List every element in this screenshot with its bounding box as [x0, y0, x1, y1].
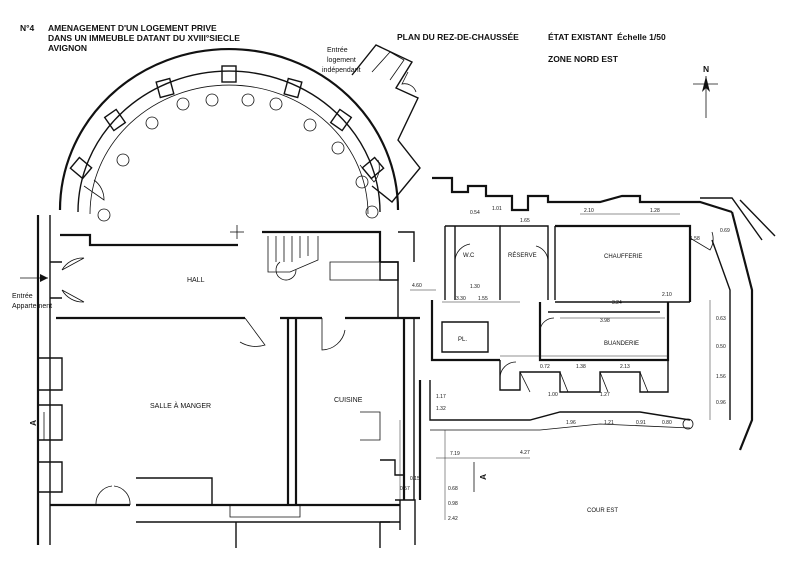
room-label-pl: PL. [458, 337, 467, 343]
svg-text:0.96: 0.96 [716, 400, 726, 406]
north-label: N [703, 64, 709, 74]
svg-text:0.68: 0.68 [448, 486, 458, 492]
svg-text:0.54: 0.54 [470, 210, 480, 216]
plan-scale: Échelle 1/50 [617, 32, 666, 42]
svg-text:0.80: 0.80 [662, 420, 672, 426]
svg-text:1.30: 1.30 [470, 284, 480, 290]
svg-text:1.21: 1.21 [604, 420, 614, 426]
svg-text:1.28: 1.28 [650, 208, 660, 214]
svg-text:1.00: 1.00 [548, 392, 558, 398]
independent-entry-label-1: Entrée [327, 47, 348, 54]
room-label-dining: SALLE À MANGER [150, 401, 211, 410]
svg-text:1.56: 1.56 [716, 374, 726, 380]
svg-text:1.96: 1.96 [566, 420, 576, 426]
apartment-entry-label-1: Entrée [12, 293, 33, 300]
svg-text:2.10: 2.10 [662, 292, 672, 298]
project-title-line1: AMENAGEMENT D'UN LOGEMENT PRIVE [48, 23, 217, 33]
svg-text:0.98: 0.98 [448, 501, 458, 507]
svg-text:2.42: 2.42 [448, 516, 458, 522]
svg-text:1.58: 1.58 [690, 236, 700, 242]
svg-text:1.65: 1.65 [520, 218, 530, 224]
rotunda-walls [58, 47, 400, 222]
east-zone-walls [360, 176, 776, 500]
svg-text:1.27: 1.27 [600, 392, 610, 398]
svg-text:4.60: 4.60 [412, 283, 422, 289]
apartment-entry-arrow [20, 268, 51, 288]
svg-text:A: A [28, 420, 38, 426]
independent-entry-block: Entrée logement indépendant [322, 44, 421, 203]
plan-number: N°4 [20, 23, 35, 33]
svg-text:2.13: 2.13 [620, 364, 630, 370]
svg-text:2.10: 2.10 [584, 208, 594, 214]
main-building-walls [36, 215, 420, 548]
svg-text:3.98: 3.98 [600, 318, 610, 324]
independent-entry-label-3: indépendant [322, 67, 361, 74]
project-title-line2: DANS UN IMMEUBLE DATANT DU XVIII°SIECLE [48, 33, 240, 43]
apartment-entry-label-2: Appartement [12, 303, 52, 310]
plan-title: PLAN DU REZ-DE-CHAUSSÉE [397, 32, 519, 42]
independent-entry-label-2: logement [327, 57, 356, 64]
section-marker-west: A [28, 412, 45, 440]
room-label-reserve: RÉSERVE [508, 252, 537, 259]
svg-text:7.19: 7.19 [450, 451, 460, 457]
north-arrow: N [693, 64, 718, 118]
dimension-lines [399, 213, 711, 520]
svg-text:4.27: 4.27 [520, 450, 530, 456]
svg-text:0.72: 0.72 [540, 364, 550, 370]
svg-text:0.50: 0.50 [716, 344, 726, 350]
room-label-wc: W.C [463, 253, 475, 259]
svg-text:0.57: 0.57 [400, 486, 410, 492]
svg-text:1.32: 1.32 [436, 406, 446, 412]
plan-state: ÉTAT EXISTANT [548, 32, 614, 42]
svg-text:0.63: 0.63 [716, 316, 726, 322]
svg-text:1.17: 1.17 [436, 394, 446, 400]
svg-text:0.91: 0.91 [636, 420, 646, 426]
room-label-boiler: CHAUFFERIE [604, 254, 642, 260]
svg-text:3.24: 3.24 [612, 300, 622, 306]
svg-text:1.01: 1.01 [492, 206, 502, 212]
plan-zone: ZONE NORD EST [548, 54, 619, 64]
project-city: AVIGNON [48, 43, 87, 53]
svg-text:3.30: 3.30 [456, 296, 466, 302]
svg-text:1.55: 1.55 [478, 296, 488, 302]
room-label-kitchen: CUISINE [334, 397, 363, 404]
section-marker-east: A [473, 462, 488, 492]
room-label-laundry: BUANDERIE [604, 341, 639, 347]
room-label-hall: HALL [187, 277, 205, 284]
svg-text:0.15: 0.15 [410, 476, 420, 482]
svg-text:1.38: 1.38 [576, 364, 586, 370]
courtyard-label: COUR EST [587, 508, 618, 514]
svg-text:0.69: 0.69 [720, 228, 730, 234]
svg-text:A: A [478, 474, 488, 480]
dimension-values: 4.60 3.30 1.55 1.65 3.98 2.10 1.28 0.54 … [400, 206, 730, 522]
